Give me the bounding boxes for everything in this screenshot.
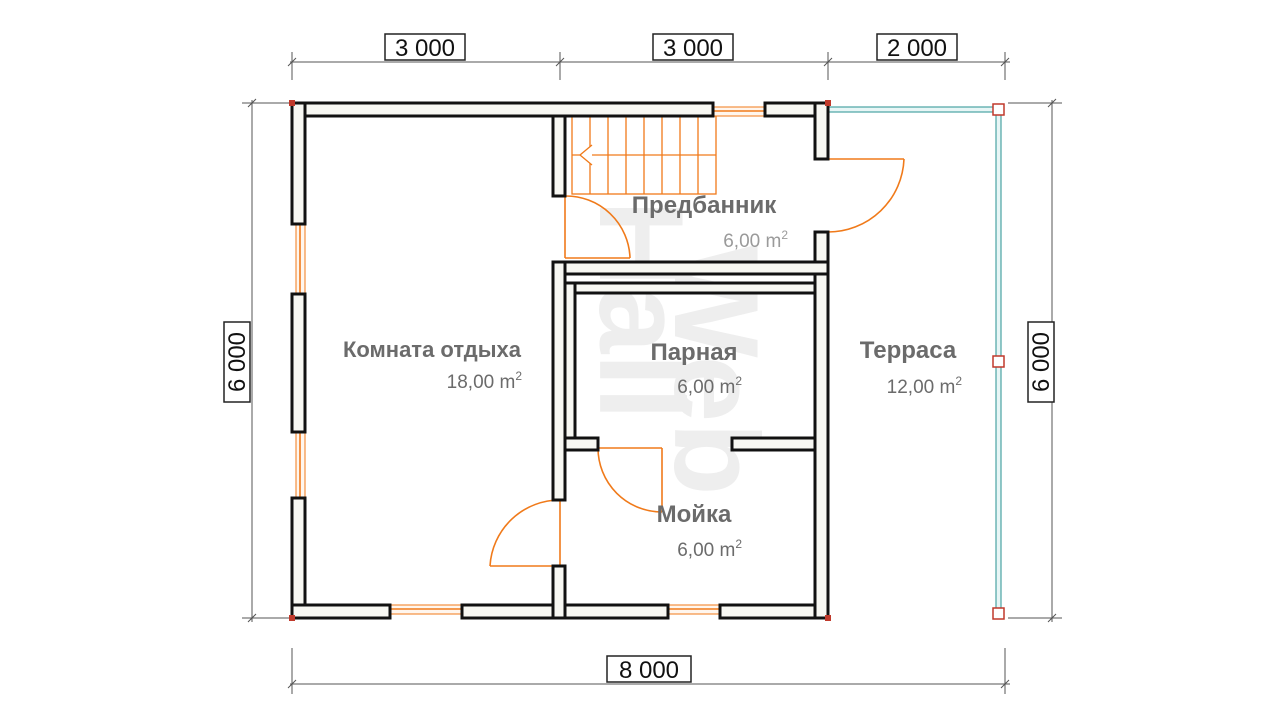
dimension-bottom: 8 000: [287, 648, 1010, 694]
doors: [489, 158, 905, 567]
dim-top-2: 3 000: [663, 35, 723, 62]
room-relax: Комната отдыха 18,00 m2: [343, 337, 522, 393]
room-relax-name: Комната отдыха: [343, 337, 522, 362]
dim-top-3: 2 000: [887, 35, 947, 62]
room-moyka-name: Мойка: [657, 501, 732, 528]
dimension-left: 6 000: [223, 98, 290, 623]
room-moyka-area: 6,00 m2: [677, 537, 742, 561]
room-predbannik-name: Предбанник: [632, 192, 777, 219]
dimension-top: 3 000 3 000 2 000: [287, 33, 1010, 80]
dim-bottom-total: 8 000: [619, 657, 679, 684]
room-parnaya: Парная 6,00 m2: [650, 339, 742, 398]
door-entrance-swing: [827, 158, 905, 233]
room-parnaya-area: 6,00 m2: [677, 374, 742, 398]
dim-left-height: 6 000: [224, 332, 251, 392]
terrace-post-bottom: [992, 607, 1005, 620]
room-terrace-area: 12,00 m2: [887, 374, 963, 398]
room-relax-area: 18,00 m2: [447, 369, 523, 393]
stairs: [571, 115, 717, 195]
room-terrace: Терраса 12,00 m2: [860, 337, 963, 398]
room-moyka: Мойка 6,00 m2: [657, 501, 743, 561]
walls: [290, 101, 830, 620]
terrace-post-mid: [992, 355, 1005, 368]
corner-markers: [289, 100, 831, 621]
room-parnaya-name: Парная: [650, 339, 737, 366]
dimension-right: 6 000: [1008, 98, 1062, 623]
watermark-line2: Hall: [574, 200, 708, 420]
door-parnaya-swing: [597, 447, 663, 513]
door-moyka-swing: [489, 499, 561, 567]
terrace-post-top: [992, 103, 1005, 116]
room-predbannik-area: 6,00 m2: [723, 228, 788, 252]
room-predbannik: Предбанник 6,00 m2: [632, 192, 789, 252]
dim-top-1: 3 000: [395, 35, 455, 62]
door-relax-swing: [564, 195, 631, 259]
dim-right-height: 6 000: [1028, 332, 1055, 392]
room-terrace-name: Терраса: [860, 337, 957, 364]
